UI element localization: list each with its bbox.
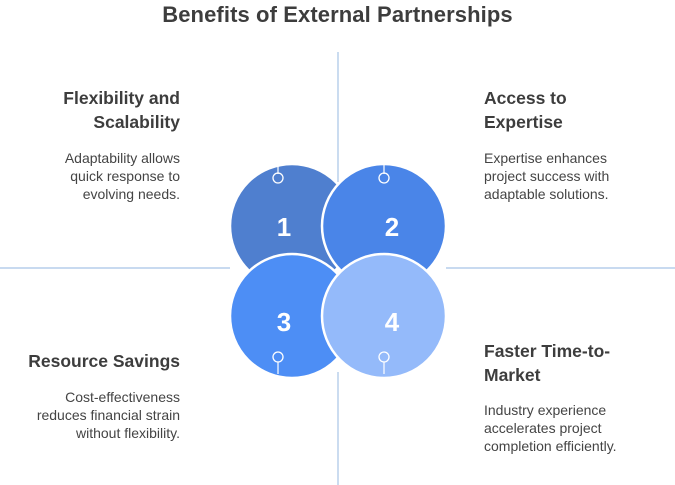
number-3: 3	[277, 307, 291, 337]
quadrant-2-title-line: Access to	[484, 88, 567, 108]
quadrant-1-description: Adaptability allows quick response to ev…	[10, 149, 180, 203]
quadrant-4-desc-line: Industry experience	[484, 402, 607, 418]
quadrant-3-desc-line: Cost-effectiveness	[65, 389, 180, 405]
number-1: 1	[277, 212, 291, 242]
ring-marker-1	[272, 172, 284, 184]
quadrant-4-title: Faster Time-to- Market	[484, 339, 654, 387]
quadrant-2-description: Expertise enhances project success with …	[484, 149, 654, 203]
quadrant-1-desc-line: evolving needs.	[82, 186, 180, 202]
quadrant-2-desc-line: project success with	[484, 168, 610, 184]
quadrant-1-title-line: Flexibility and	[63, 88, 180, 108]
quadrant-3-desc-line: reduces financial strain	[36, 407, 180, 423]
quadrant-1-title-line: Scalability	[93, 112, 180, 132]
quadrant-4-description: Industry experience accelerates project …	[484, 401, 654, 455]
page-title: Benefits of External Partnerships	[162, 2, 513, 27]
quadrant-1-title: Flexibility and Scalability	[10, 86, 180, 134]
quadrant-2-desc-line: adaptable solutions.	[484, 186, 609, 202]
quadrant-3-desc-line: without flexibility.	[75, 425, 180, 441]
quadrant-2-title-line: Expertise	[484, 112, 563, 132]
ring-marker-4	[378, 351, 390, 363]
quadrant-2-desc-line: Expertise enhances	[484, 150, 607, 166]
quadrant-3-title: Resource Savings	[10, 349, 180, 373]
number-2: 2	[385, 212, 399, 242]
quadrant-4-title-line: Faster Time-to-	[484, 341, 611, 361]
quadrant-4-desc-line: accelerates project	[484, 420, 602, 436]
quadrant-3-title-line: Resource Savings	[28, 351, 180, 371]
quadrant-4-desc-line: completion efficiently.	[484, 438, 617, 454]
ring-marker-2	[378, 172, 390, 184]
quadrant-1-desc-line: Adaptability allows	[64, 150, 180, 166]
quadrant-2-title: Access to Expertise	[484, 86, 654, 134]
number-4: 4	[385, 307, 400, 337]
quadrant-1-desc-line: quick response to	[70, 168, 180, 184]
quadrant-3-description: Cost-effectiveness reduces financial str…	[10, 388, 180, 442]
circle-4	[320, 252, 448, 380]
quadrant-4-title-line: Market	[484, 365, 541, 385]
ring-marker-3	[272, 351, 284, 363]
